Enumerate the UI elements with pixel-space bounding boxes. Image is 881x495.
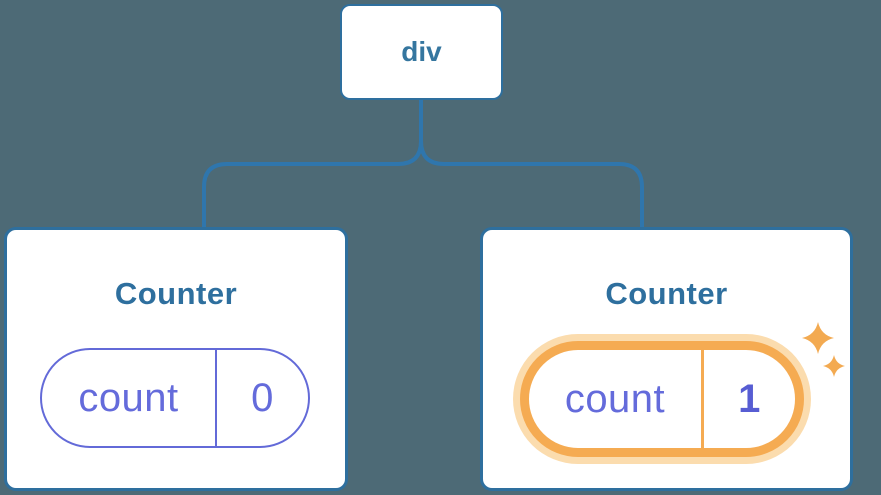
- sparkle-icon: [802, 322, 845, 377]
- sparkle-small: [823, 355, 845, 377]
- counter-title-left: Counter: [114, 276, 238, 311]
- state-pill-left: count 0: [40, 348, 310, 448]
- connector-right-branch: [419, 100, 644, 227]
- counter-card-left: Counter count 0: [4, 227, 348, 491]
- connector-left-branch: [202, 100, 423, 227]
- sparkle-large: [802, 322, 834, 354]
- state-key-right: count: [529, 350, 704, 448]
- counter-title-right: Counter: [605, 276, 728, 311]
- state-pill-right-highlighted: count 1: [520, 341, 804, 457]
- counter-card-right: Counter count 1: [480, 227, 853, 491]
- state-value-left: 0: [251, 375, 274, 420]
- root-node-div: div: [340, 4, 503, 100]
- state-key-left: count: [42, 350, 217, 446]
- root-node-label: div: [401, 36, 442, 67]
- state-value-right: 1: [738, 376, 761, 421]
